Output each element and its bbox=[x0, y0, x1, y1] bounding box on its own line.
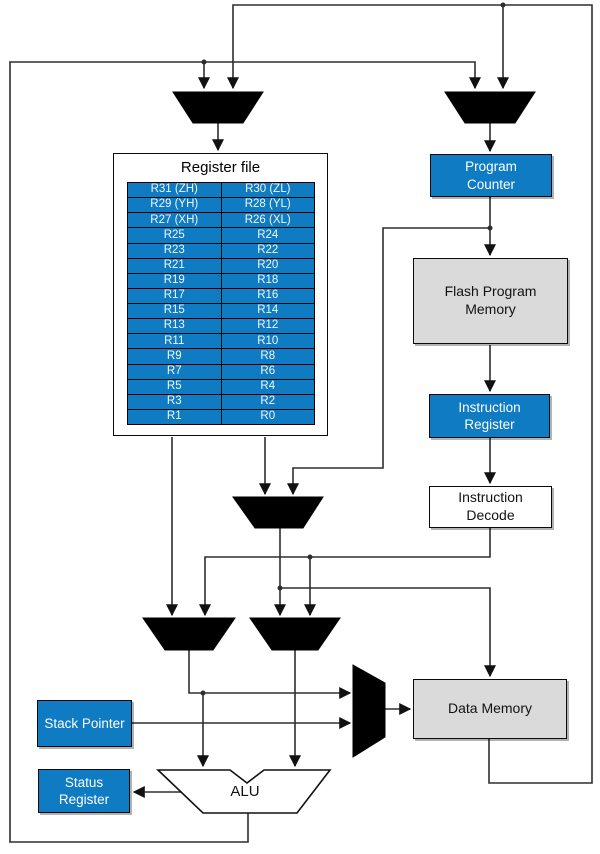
register-cell: R8 bbox=[221, 349, 314, 364]
register-cell: R5 bbox=[128, 379, 221, 394]
register-cell: R0 bbox=[221, 409, 314, 424]
register-cell: R13 bbox=[128, 319, 221, 334]
wire-datamem-feedback bbox=[227, 4, 593, 784]
register-cell: R2 bbox=[221, 394, 314, 409]
register-cell: R16 bbox=[221, 288, 314, 303]
register-cell: R10 bbox=[221, 334, 314, 349]
register-file-box: Register file R31 (ZH)R30 (ZL)R29 (YH)R2… bbox=[113, 153, 328, 436]
operand-b-mux-shape bbox=[249, 617, 341, 651]
junction-dot bbox=[487, 225, 493, 231]
register-cell: R6 bbox=[221, 364, 314, 379]
register-cell: R29 (YH) bbox=[128, 198, 221, 213]
register-cell: R25 bbox=[128, 228, 221, 243]
register-cell: R20 bbox=[221, 258, 314, 273]
wire-id-control-to-mux-a bbox=[199, 528, 491, 617]
flash-program-memory-box: Flash Program Memory bbox=[413, 258, 568, 344]
register-cell: R23 bbox=[128, 243, 221, 258]
regfile-input-mux-shape bbox=[172, 91, 264, 124]
alu-shape bbox=[156, 769, 332, 814]
program-counter-box: Program Counter bbox=[430, 154, 552, 197]
register-cell: R7 bbox=[128, 364, 221, 379]
address-mux-shape bbox=[232, 496, 324, 529]
register-cell: R17 bbox=[128, 288, 221, 303]
register-file-title: Register file bbox=[180, 159, 261, 176]
register-cell: R3 bbox=[128, 394, 221, 409]
junction-dot bbox=[307, 554, 313, 560]
wire-pc-branch-to-addr-mux bbox=[287, 227, 490, 496]
register-cell: R11 bbox=[128, 334, 221, 349]
wire-addr-to-datamem bbox=[280, 587, 496, 678]
status-register-box: Status Register bbox=[38, 769, 130, 813]
register-cell: R19 bbox=[128, 273, 221, 288]
register-cell: R31 (ZH) bbox=[128, 183, 221, 198]
register-cell: R28 (YL) bbox=[221, 198, 314, 213]
register-cell: R9 bbox=[128, 349, 221, 364]
pc-input-mux-shape bbox=[444, 91, 536, 124]
wire-alu-result-feedback bbox=[9, 61, 481, 843]
stack-pointer-box: Stack Pointer bbox=[37, 700, 132, 747]
instruction-register-box: Instruction Register bbox=[429, 394, 550, 438]
junction-dot bbox=[200, 690, 206, 696]
register-cell: R1 bbox=[128, 409, 221, 424]
register-cell: R21 bbox=[128, 258, 221, 273]
alu-label: ALU bbox=[230, 783, 260, 800]
register-cell: R30 (ZL) bbox=[221, 183, 314, 198]
wire-operand-a-to-datamem-mux bbox=[188, 650, 352, 699]
operand-a-mux-shape bbox=[142, 617, 236, 651]
datamem-input-mux-shape bbox=[352, 664, 386, 758]
junction-dot bbox=[277, 585, 283, 591]
register-cell: R22 bbox=[221, 243, 314, 258]
register-cell: R15 bbox=[128, 304, 221, 319]
instruction-decode-box: Instruction Decode bbox=[429, 486, 552, 528]
register-cell: R14 bbox=[221, 304, 314, 319]
register-grid: R31 (ZH)R30 (ZL)R29 (YH)R28 (YL)R27 (XH)… bbox=[127, 182, 315, 425]
register-cell: R12 bbox=[221, 319, 314, 334]
register-cell: R18 bbox=[221, 273, 314, 288]
register-cell: R27 (XH) bbox=[128, 213, 221, 228]
register-cell: R26 (XL) bbox=[221, 213, 314, 228]
register-cell: R24 bbox=[221, 228, 314, 243]
junction-dot bbox=[201, 59, 207, 65]
register-cell: R4 bbox=[221, 379, 314, 394]
data-memory-box: Data Memory bbox=[413, 679, 567, 739]
junction-dot bbox=[500, 2, 506, 8]
